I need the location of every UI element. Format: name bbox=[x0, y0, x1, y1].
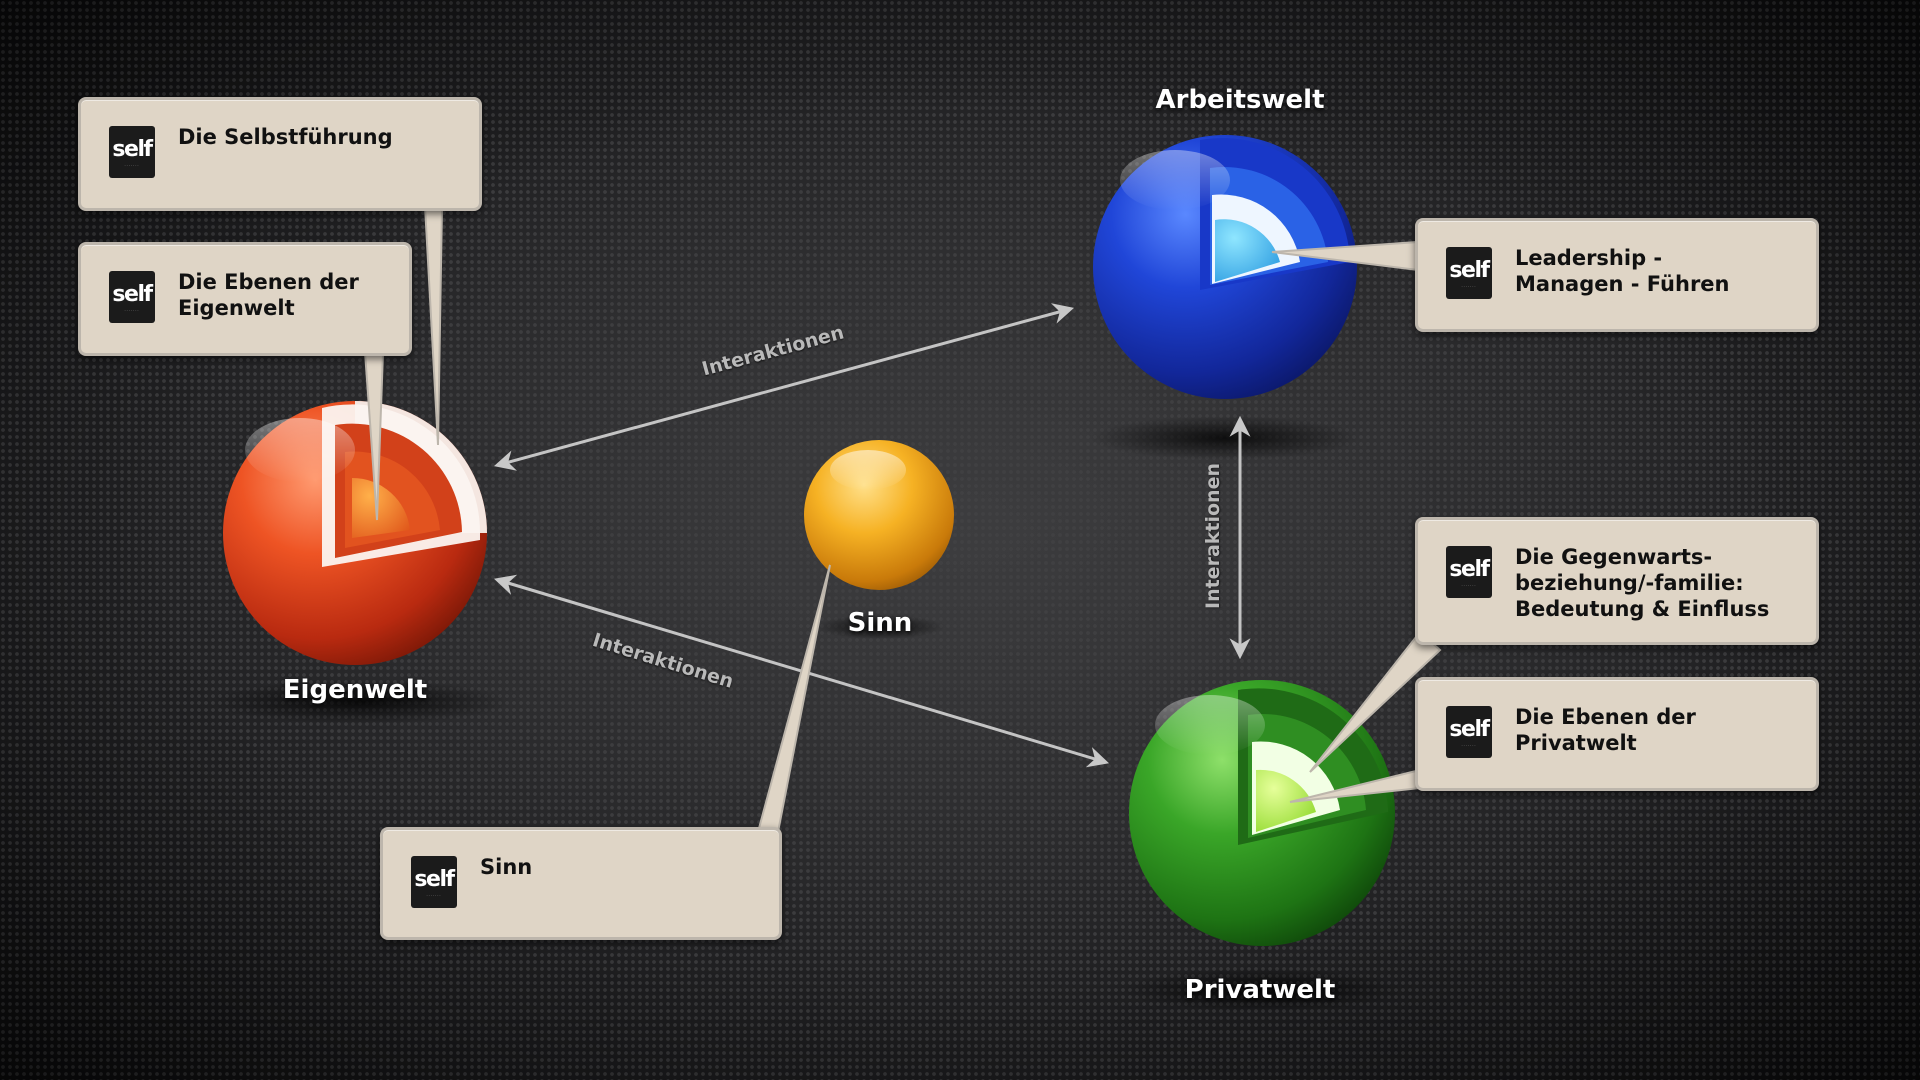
callout-text: Sinn bbox=[480, 855, 533, 879]
pointer-sinn bbox=[756, 564, 831, 833]
eigenwelt-shadow bbox=[210, 680, 510, 724]
self-logo-icon: self······· bbox=[1446, 546, 1492, 598]
callout-text: Die Ebenen der Privatwelt bbox=[1515, 705, 1696, 755]
arbeitswelt-sphere bbox=[1093, 135, 1357, 399]
callout-text: Die Gegenwarts- beziehung/-familie: Bede… bbox=[1515, 545, 1770, 621]
self-logo-icon: self······· bbox=[1446, 247, 1492, 299]
arrow-eigen-arbeit bbox=[493, 303, 1075, 471]
sinn-sphere bbox=[804, 440, 954, 590]
callout-text: Die Selbstführung bbox=[178, 125, 393, 149]
privatwelt-shadow bbox=[1122, 968, 1402, 1012]
pointer-selbstfuehrung bbox=[423, 205, 444, 446]
callout-text: Die Ebenen der Eigenwelt bbox=[178, 270, 359, 320]
self-logo-icon: self······· bbox=[109, 271, 155, 323]
sinn-label: Sinn bbox=[847, 608, 913, 638]
privatwelt-label: Privatwelt bbox=[1184, 975, 1336, 1005]
eigenwelt-sphere bbox=[223, 401, 487, 665]
callout-text: Leadership - Managen - Führen bbox=[1515, 246, 1730, 296]
self-logo-icon: self······· bbox=[411, 856, 457, 908]
self-logo-icon: self······· bbox=[109, 126, 155, 178]
arbeitswelt-shadow bbox=[1090, 416, 1360, 460]
callout-leadership[interactable]: self······· Leadership - Managen - Führe… bbox=[1415, 218, 1819, 332]
callout-ebenen-privatwelt[interactable]: self······· Die Ebenen der Privatwelt bbox=[1415, 677, 1819, 791]
eigenwelt-label: Eigenwelt bbox=[282, 675, 428, 705]
arbeitswelt-label: Arbeitswelt bbox=[1155, 85, 1325, 115]
callout-ebenen-eigenwelt[interactable]: self······· Die Ebenen der Eigenwelt bbox=[78, 242, 412, 356]
callout-sinn[interactable]: self······· Sinn bbox=[380, 827, 782, 940]
arrow-label-vertical: Interaktionen bbox=[1201, 463, 1224, 609]
callout-selbstfuehrung[interactable]: self······· Die Selbstführung bbox=[78, 97, 482, 211]
callout-gegenwart[interactable]: self······· Die Gegenwarts- beziehung/-f… bbox=[1415, 517, 1819, 645]
self-logo-icon: self······· bbox=[1446, 706, 1492, 758]
